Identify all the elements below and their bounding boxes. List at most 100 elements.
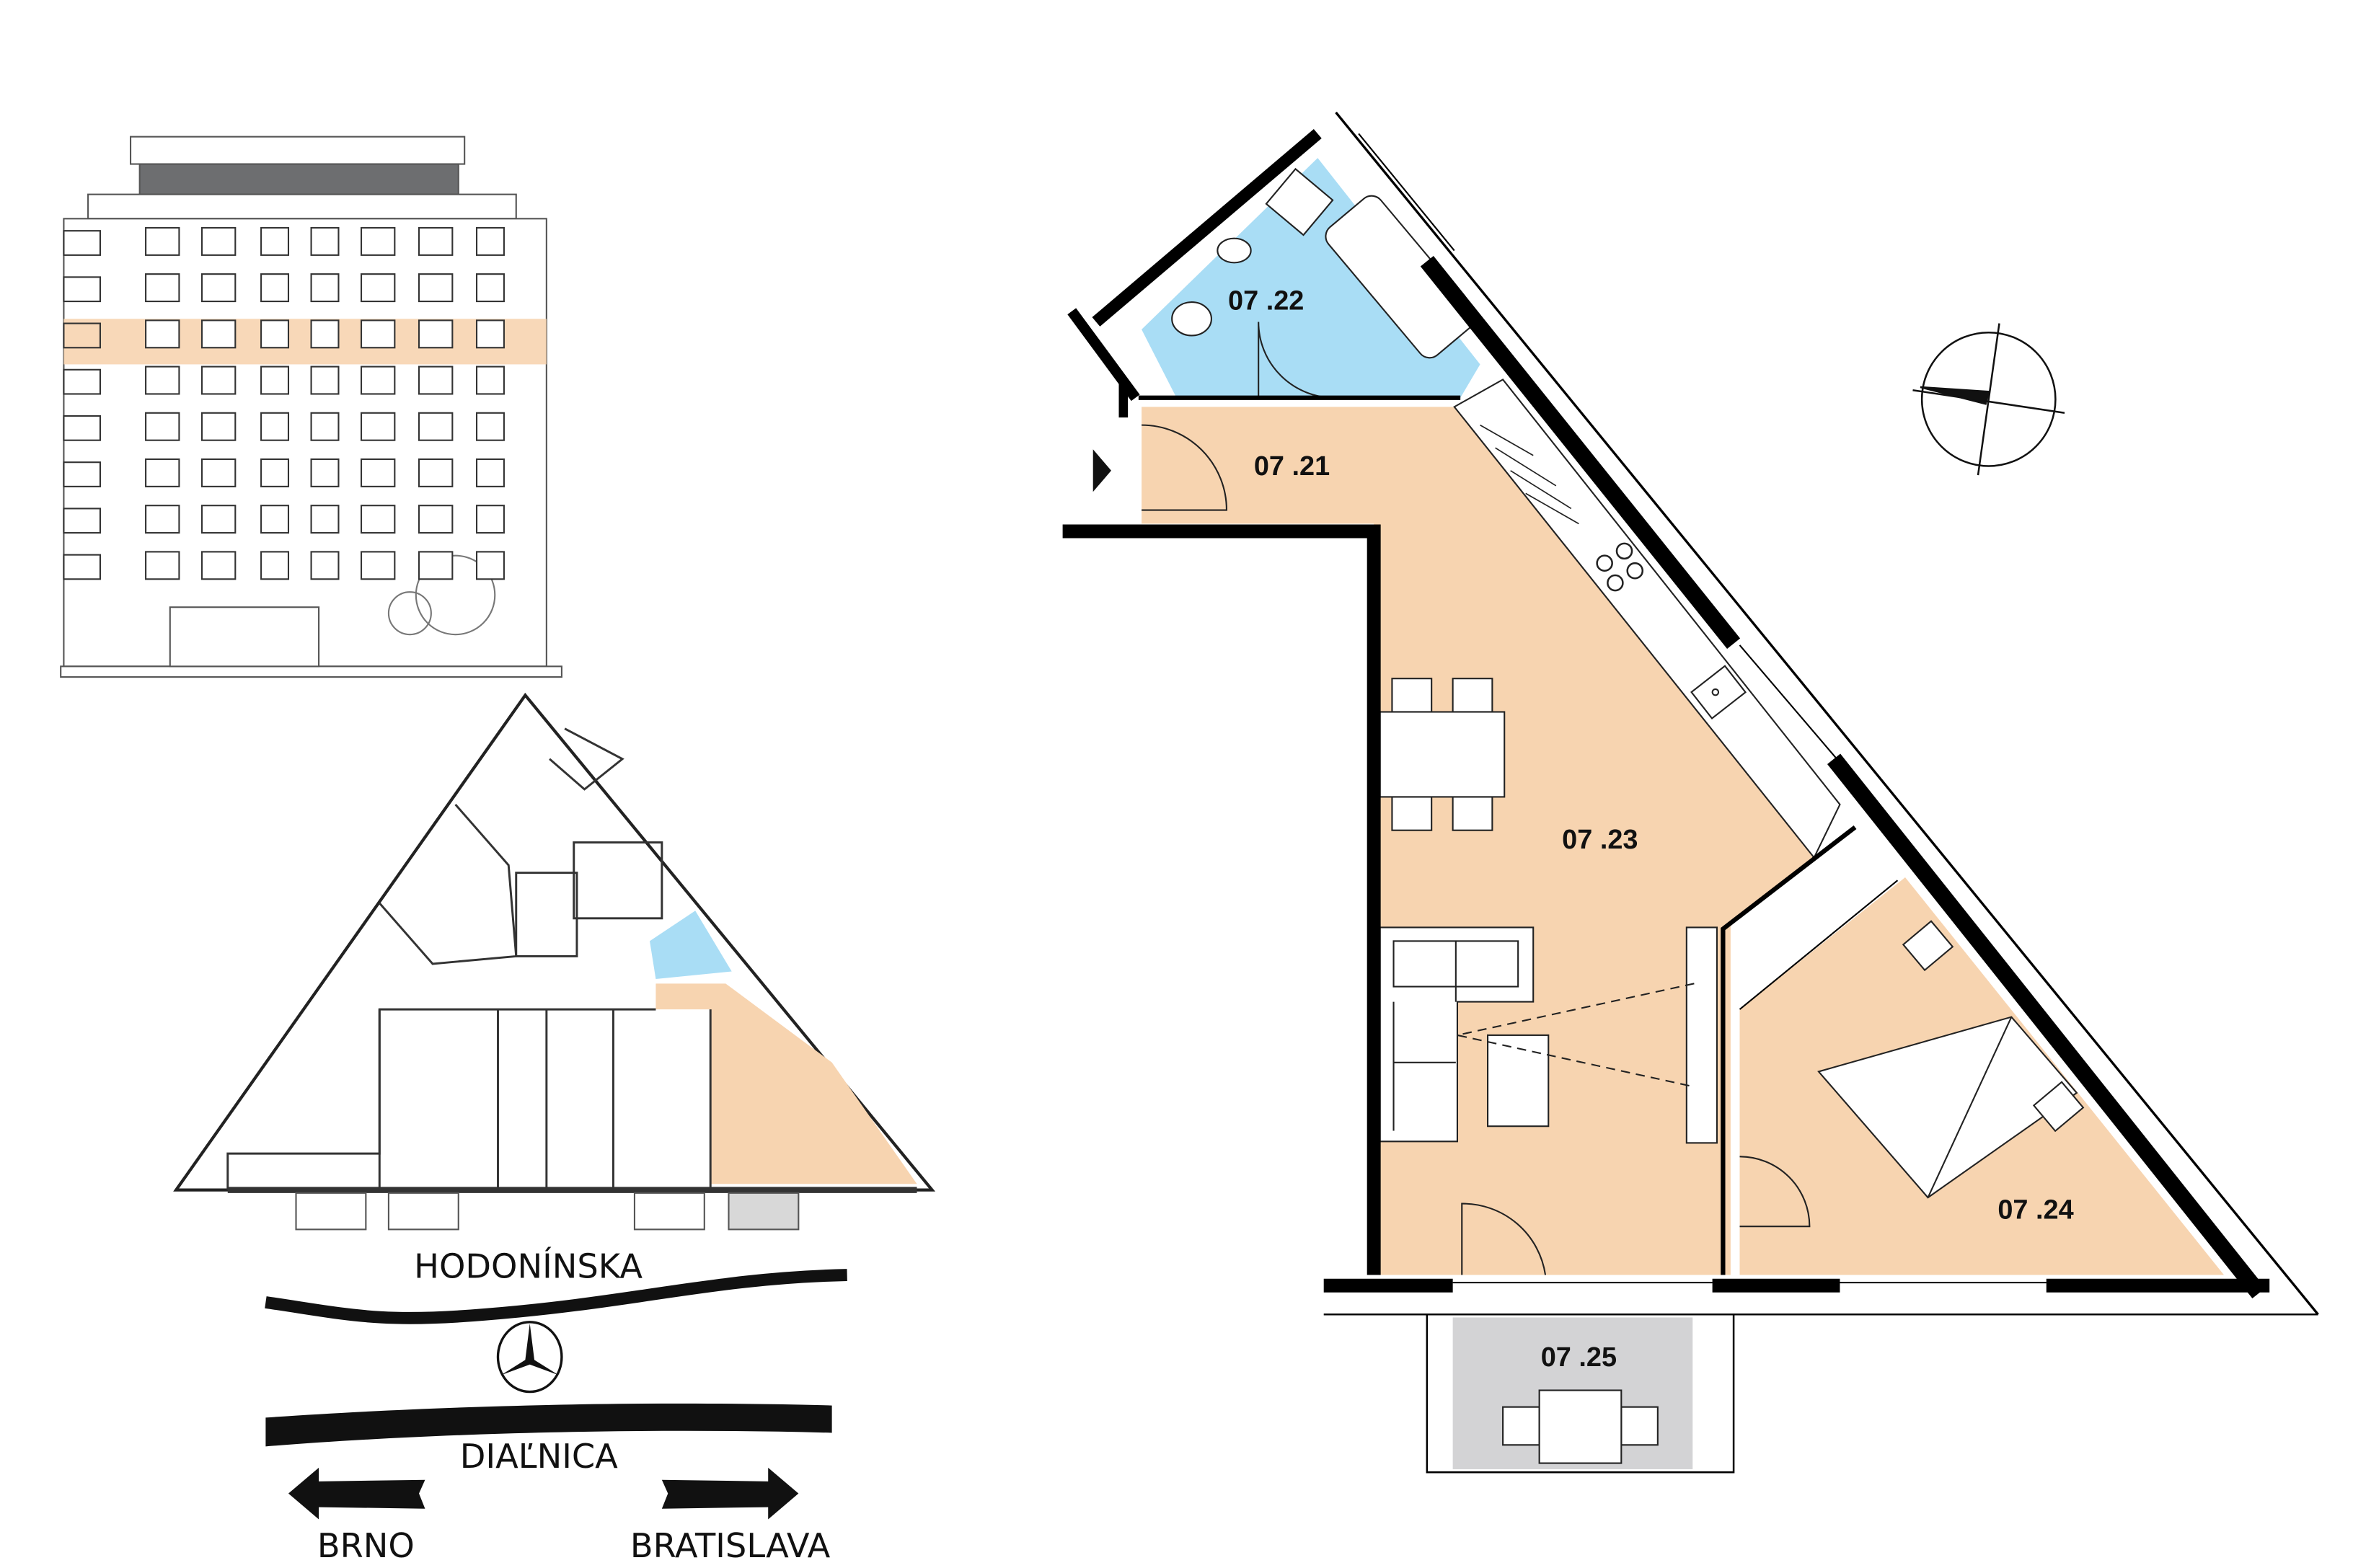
elevation-window: [145, 458, 180, 487]
highway-road: [265, 1403, 832, 1447]
elevation-window: [310, 366, 340, 395]
elevation-window: [145, 551, 180, 580]
elevation-window: [310, 551, 340, 580]
tv-unit: [1685, 926, 1718, 1144]
room-label-hall: 07 .21: [1254, 451, 1330, 482]
elevation-window: [260, 273, 290, 303]
elevation-window: [360, 551, 396, 580]
elevation-window: [145, 319, 180, 349]
ground-base: [60, 665, 562, 678]
elevation-window: [360, 505, 396, 534]
elevation-balcony: [63, 276, 101, 303]
elevation-window: [475, 273, 505, 303]
elevation-window: [418, 458, 454, 487]
elevation-window: [360, 319, 396, 349]
key-plan-highlighted-bathroom: [650, 911, 732, 980]
compass-icon: [1912, 323, 2065, 476]
elevation-window: [260, 366, 290, 395]
dining-set: [1379, 678, 1506, 831]
elevation-window: [418, 226, 454, 256]
setback-floor: [87, 193, 517, 220]
arrow-right-icon: [661, 1467, 799, 1520]
elevation-window: [260, 505, 290, 534]
elevation-window: [475, 505, 505, 534]
elevation-window: [475, 319, 505, 349]
elevation-balcony: [63, 230, 101, 256]
elevation-window: [310, 458, 340, 487]
kitchen-counter: [1453, 378, 1841, 859]
elevation-balcony: [63, 322, 101, 349]
roof-level: [138, 163, 459, 195]
elevation-window: [360, 226, 396, 256]
elevation-window: [200, 226, 237, 256]
elevation-window: [200, 551, 237, 580]
street-road: [265, 1269, 847, 1324]
elevation-window: [310, 319, 340, 349]
double-bed: [1817, 920, 2085, 1199]
elevation-window: [418, 505, 454, 534]
arrow-left-icon: [288, 1467, 425, 1520]
elevation-window: [475, 412, 505, 441]
shower-tray: [1265, 167, 1334, 236]
washbasin-icon: [1217, 237, 1252, 264]
elevation-balcony: [63, 508, 101, 534]
elevation-window: [145, 226, 180, 256]
elevation-window: [475, 458, 505, 487]
elevation-window: [418, 366, 454, 395]
room-label-balcony: 07 .25: [1541, 1342, 1617, 1373]
highlighted-floor-band: [63, 319, 547, 365]
elevation-window: [360, 366, 396, 395]
elevation-window: [200, 273, 237, 303]
elevation-balcony: [63, 554, 101, 580]
elevation-window: [360, 273, 396, 303]
elevation-window: [418, 319, 454, 349]
elevation-window: [310, 226, 340, 256]
elevation-window: [200, 505, 237, 534]
room-fill-bathroom: [1142, 158, 1480, 398]
elevation-window: [475, 366, 505, 395]
entrance-arrow-icon: [1092, 449, 1111, 492]
elevation-window: [360, 458, 396, 487]
elevation-balcony: [63, 461, 101, 487]
elevation-window: [418, 551, 454, 580]
elevation-window: [418, 412, 454, 441]
room-label-bathroom: 07 .22: [1228, 286, 1304, 316]
north-arrow-icon: [496, 1321, 563, 1394]
tv-view-line: [1457, 983, 1695, 1088]
building-floor-key-plan: [173, 692, 936, 1231]
elevation-window: [475, 226, 505, 256]
highway-label: DIAĽNICA: [460, 1437, 618, 1476]
room-label-bedroom: 07 .24: [1997, 1195, 2073, 1226]
building-elevation: [60, 136, 562, 678]
elevation-window: [145, 505, 180, 534]
elevation-window: [418, 273, 454, 303]
walls: [1062, 111, 2319, 1474]
elevation-window: [260, 458, 290, 487]
elevation-window: [260, 226, 290, 256]
tree-icon: [387, 591, 432, 636]
elevation-window: [310, 505, 340, 534]
building-facade: [63, 218, 547, 668]
street-label: HODONÍNSKA: [414, 1247, 643, 1286]
kitchen-sink-icon: [1690, 665, 1747, 720]
tree-icon: [415, 554, 496, 636]
elevation-window: [145, 412, 180, 441]
elevation-window: [200, 412, 237, 441]
room-label-living: 07 .23: [1562, 825, 1638, 855]
balcony-table: [1502, 1389, 1659, 1464]
elevation-balcony: [63, 415, 101, 441]
fridge-cabinets: [1480, 424, 1579, 525]
elevation-window: [260, 412, 290, 441]
elevation-window: [260, 319, 290, 349]
room-fill-living: [1142, 407, 1814, 1275]
toilet-icon: [1171, 301, 1212, 337]
entrance: [169, 606, 320, 668]
elevation-window: [200, 319, 237, 349]
elevation-window: [260, 551, 290, 580]
elevation-window: [200, 366, 237, 395]
roof-structure: [129, 136, 466, 165]
bathtub: [1325, 195, 1477, 359]
elevation-balcony: [63, 368, 101, 395]
elevation-window: [310, 412, 340, 441]
